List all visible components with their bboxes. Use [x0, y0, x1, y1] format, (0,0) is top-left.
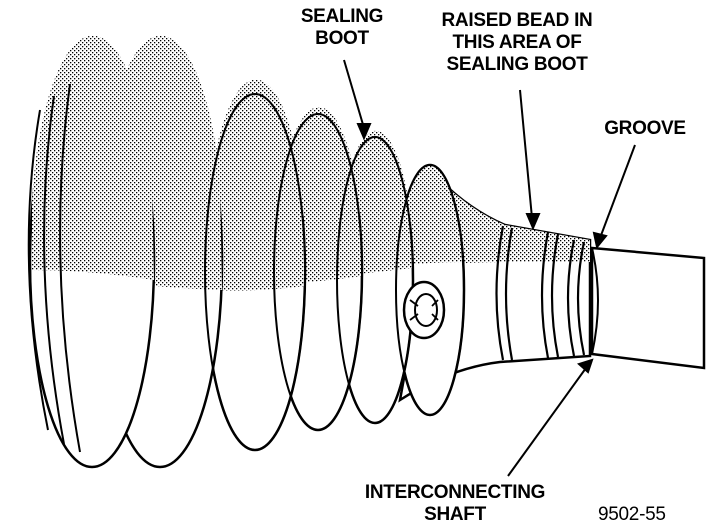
raised-bead-label-line2: THIS AREA OF	[452, 32, 582, 53]
groove	[566, 239, 586, 357]
figure-number: 9502-55	[598, 504, 666, 525]
interconnecting-shaft-label-line1: INTERCONNECTING	[364, 482, 546, 503]
sealing-boot-label-line2: BOOT	[315, 28, 369, 49]
groove-label: GROOVE	[604, 118, 686, 139]
leader-arrows	[343, 59, 636, 477]
boot-convolutions	[28, 35, 466, 469]
interconnecting-shaft	[590, 246, 706, 370]
boot-vent-icon	[402, 280, 446, 340]
sealing-boot-label-line1: SEALING	[300, 6, 384, 27]
raised-bead-label-line3: SEALING BOOT	[446, 54, 588, 75]
sealing-boot-label: SEALING BOOT	[292, 6, 392, 50]
raised-bead-rings	[495, 225, 560, 361]
raised-bead-label: RAISED BEAD IN THIS AREA OF SEALING BOOT	[428, 10, 606, 76]
interconnecting-shaft-label-line2: SHAFT	[424, 504, 486, 525]
large-end-rings	[27, 83, 465, 453]
raised-bead-label-line1: RAISED BEAD IN	[441, 10, 593, 31]
interconnecting-shaft-label: INTERCONNECTING SHAFT	[350, 482, 560, 526]
